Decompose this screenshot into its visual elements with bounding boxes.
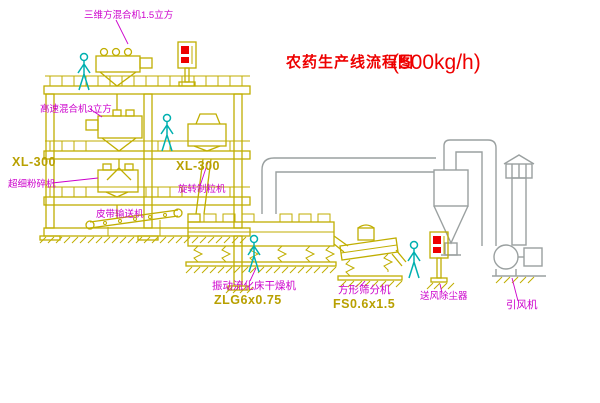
belt-conveyor-label: 皮带输送机: [96, 208, 144, 220]
fluid-bed-dryer: [185, 213, 349, 274]
granulator: [187, 113, 227, 215]
granulator-model: XL-300: [176, 159, 220, 173]
high-speed-mixer: [85, 109, 143, 181]
dust-collector-right: [426, 231, 455, 290]
top-mixer: [95, 47, 153, 110]
mill-label: 超细粉碎机: [8, 178, 56, 190]
belt-conveyor: [85, 208, 183, 236]
worker-figure: [77, 52, 91, 91]
panel-light: [181, 57, 189, 63]
dust-collector-top: [177, 41, 197, 87]
worker-figure: [247, 234, 261, 273]
panel-light: [433, 247, 441, 253]
top-mixer-label: 三维方混合机1.5立方: [84, 9, 173, 21]
sieve-model: FS0.6x1.5: [333, 297, 395, 311]
diagram-title: 农药生产线流程图: [285, 53, 414, 71]
mill-model: XL-300: [12, 155, 56, 169]
induced-draft-fan: [492, 244, 546, 284]
dryer-model: ZLG6x0.75: [214, 293, 282, 307]
exhaust-duct: [261, 157, 436, 214]
dryer-label: 振动流化床干燥机: [212, 279, 296, 292]
worker-figure: [160, 113, 174, 152]
induced-fan-label: 引风机: [506, 298, 538, 311]
diagram-title-capacity: (500kg/h): [392, 51, 481, 74]
high-speed-mixer-label: 高速混合机3立方: [40, 103, 112, 115]
leader-lines: [51, 19, 519, 302]
dust-collector-label: 送风除尘器: [420, 290, 468, 302]
granulator-label: 旋转制粒机: [178, 183, 226, 195]
panel-light: [181, 46, 189, 54]
worker-figure: [407, 240, 421, 279]
cyclone-separator: [433, 139, 497, 256]
square-sieve: [337, 224, 407, 288]
panel-light: [433, 236, 441, 244]
sieve-label: 方形筛分机: [338, 283, 391, 296]
mill: [97, 163, 139, 218]
exhaust-stack: [503, 154, 535, 246]
